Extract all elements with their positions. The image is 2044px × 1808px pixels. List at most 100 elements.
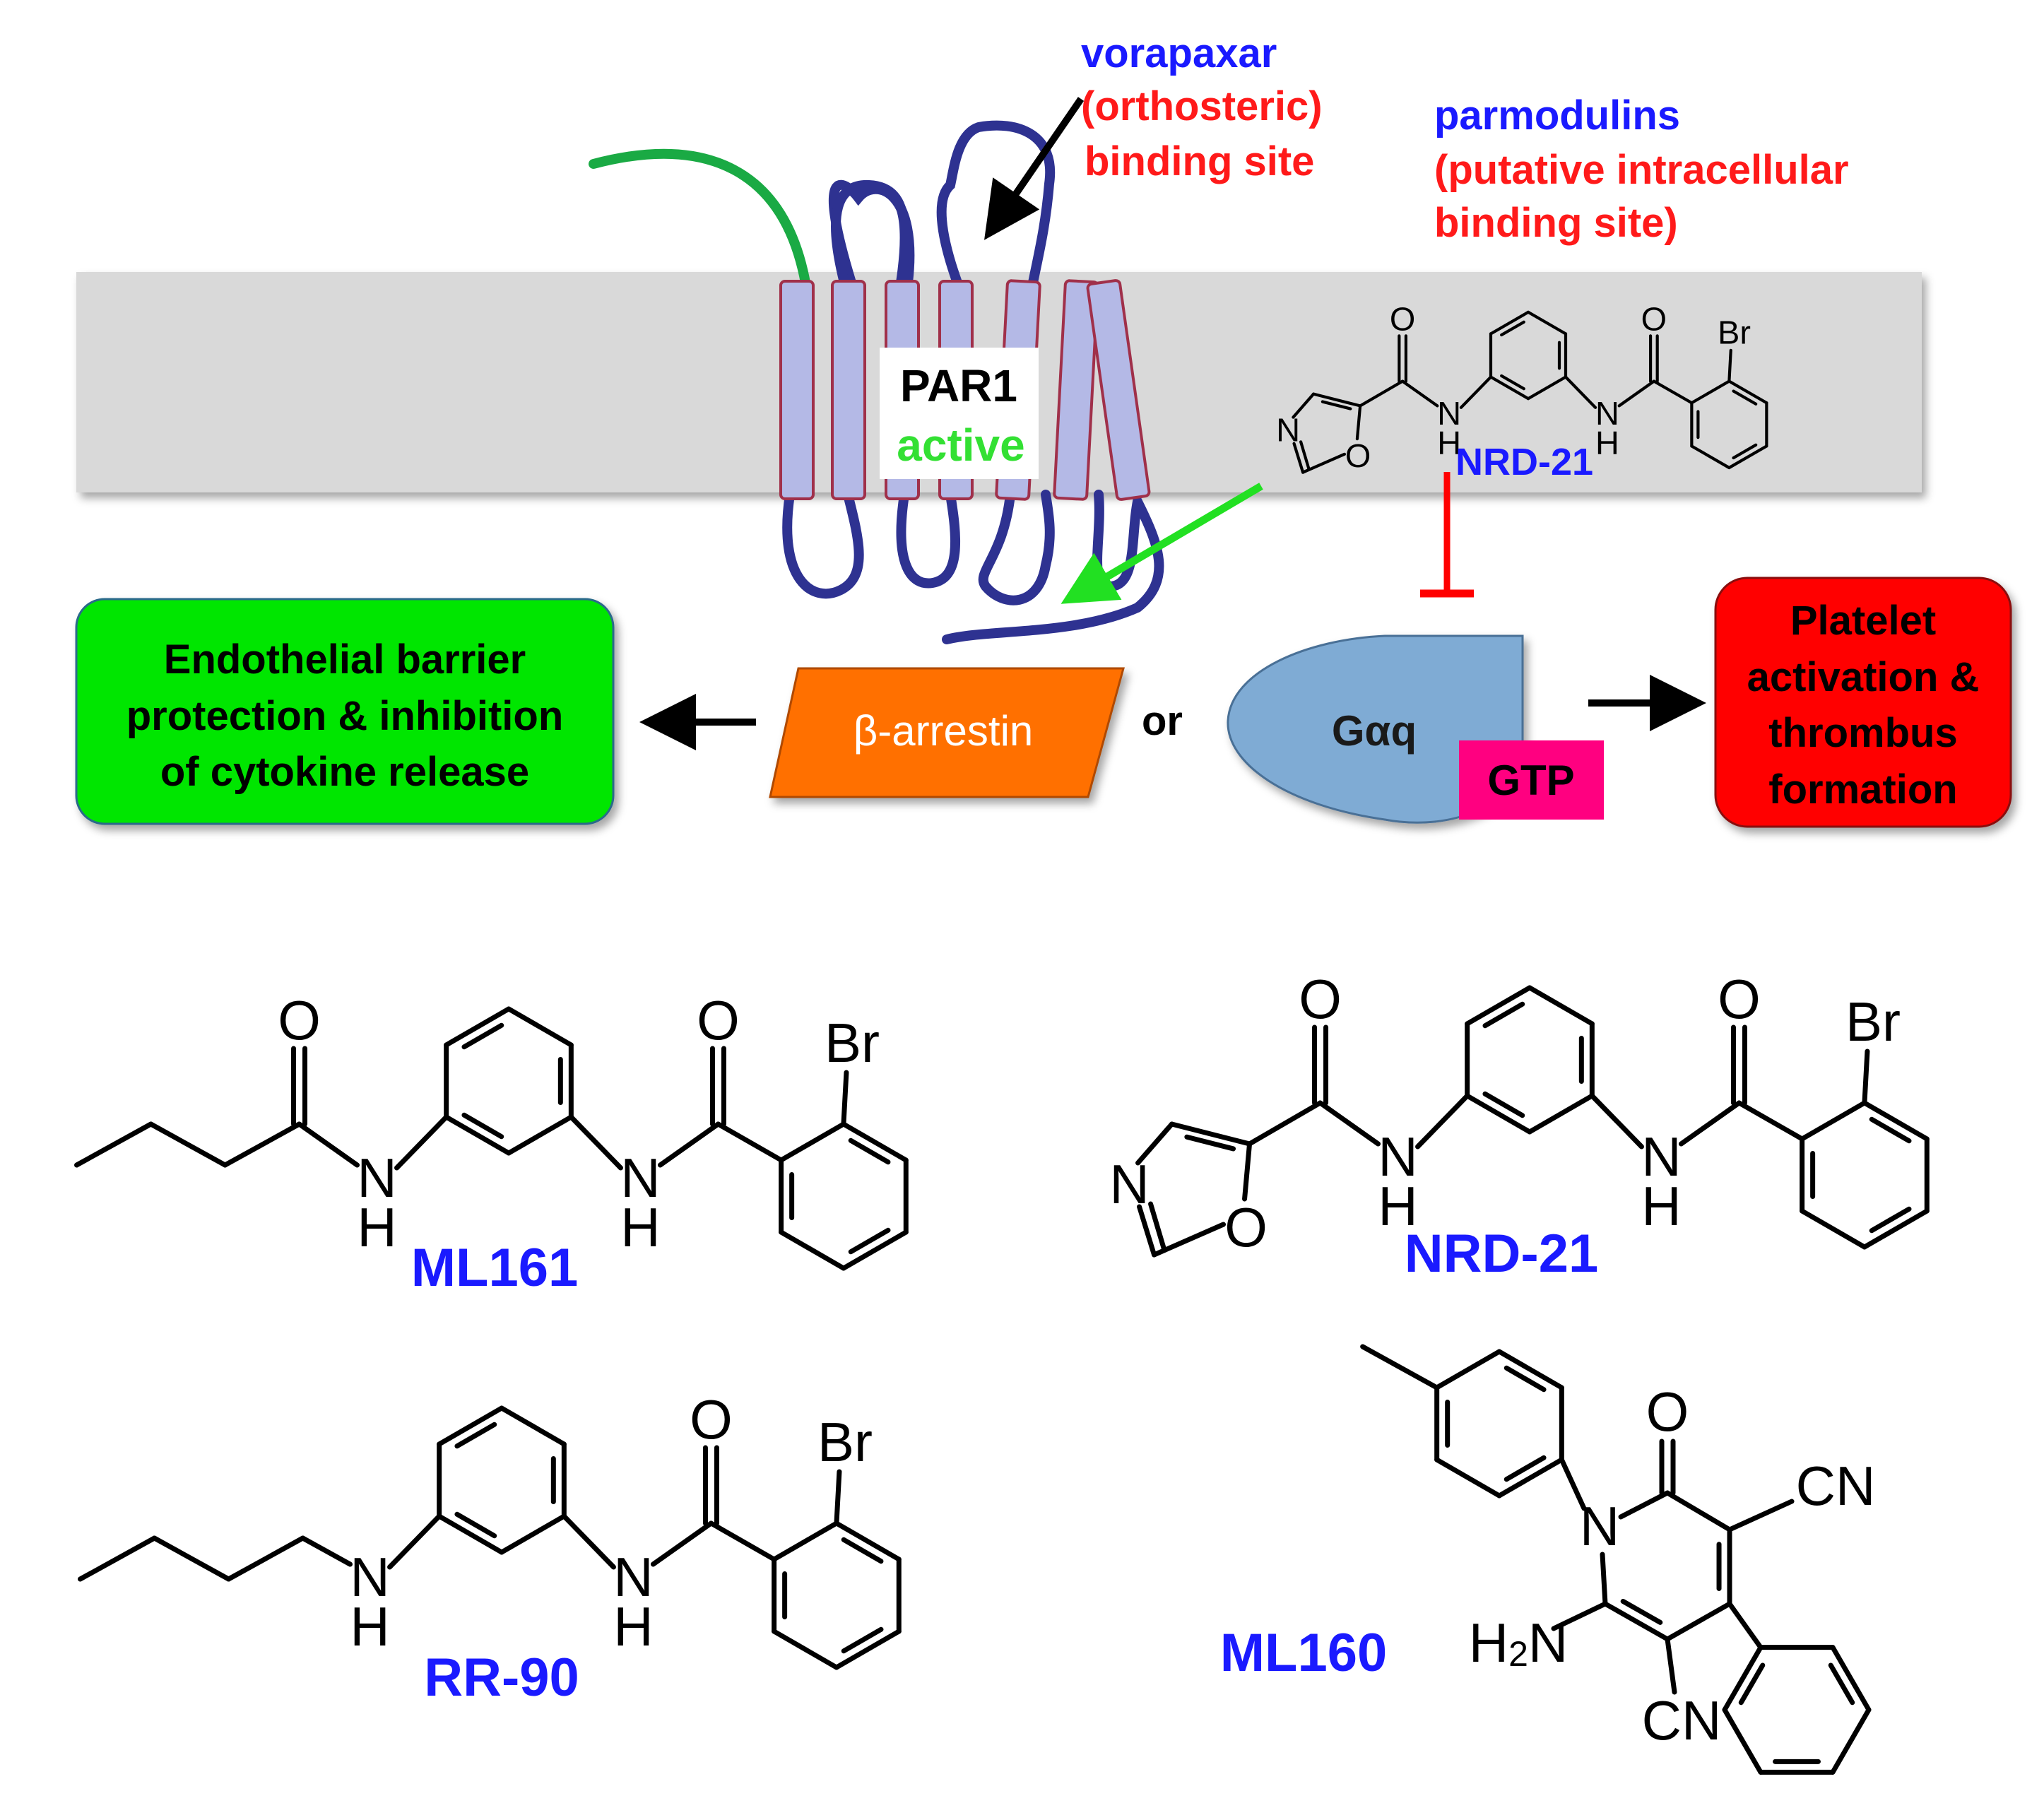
compound-label-ml160: ML160 [1220,1623,1388,1683]
rr90-bromine: Br [817,1411,873,1473]
ml160-tolyl-ring-inner-bond [1504,1365,1547,1393]
ml160-nitrile: CN [1642,1689,1722,1751]
nrd21-hydrogen: H [1641,1175,1681,1237]
compound-label-ml161: ML161 [411,1238,579,1298]
endothelial-outcome-box [75,598,615,825]
extracellular-loop-2-main [936,120,1056,288]
ml160-ring-nitrogen: N [1580,1495,1619,1557]
nrd21-oxazole-bond [1135,1121,1175,1166]
nrd21-bromophenyl-ring-bond [1800,1100,1867,1142]
par1-state-label: active [897,420,1024,471]
ml160-tolyl-ring-bond [1434,1349,1502,1390]
rr90-hydrogen: H [350,1595,389,1658]
nrd21-oxazole-oxygen: O [1224,1196,1268,1258]
ml160-tolyl-ring-bond [1496,1457,1564,1499]
green-box-line2: protection & inhibition [126,693,564,739]
nrd21-small-oxazole-bond [1292,392,1316,419]
nrd21-bromophenyl-ring-inner-bond [1869,1206,1912,1234]
ml161-propyl-bond [74,1121,154,1168]
rr90-bromine-bond [834,1469,842,1526]
helix-tm1 [779,280,815,500]
parmodulins-label: parmodulins [1434,93,1680,138]
nrd21-small-oxazole-bond [1312,392,1362,408]
nrd21-small-central-ring-bond [1526,310,1568,336]
ml161-bond [568,1114,623,1171]
nrd21-bromine: Br [1845,991,1901,1053]
ml160-tolyl-ring-inner-bond [1504,1455,1547,1482]
ml160-nitrile: CN [1796,1455,1876,1517]
ml160-pyridone-bond [1665,1490,1732,1532]
red-box-line3: thrombus [1768,710,1957,756]
ml160-methyl-bond [1360,1344,1440,1390]
gtp-label: GTP [1487,757,1574,804]
ml161-central-ring-bond [506,1006,574,1048]
nrd21-oxazole-nitrogen: N [1109,1153,1149,1215]
green-arrow [1061,483,1263,604]
rr90-bromophenyl-ring-inner-bond [841,1537,884,1564]
rr90-bond [561,1513,616,1570]
nrd21-small-bond [1564,375,1597,409]
nrd21-bond [1318,1100,1381,1147]
ml161-bromine-bond [841,1070,849,1127]
ml160-amine-subscript: 2 [1508,1634,1528,1674]
vorapaxar-site-line2: binding site [1085,138,1314,184]
red-box-line1: Platelet [1790,598,1936,644]
ml160-pyridone-inner-bond [1620,1598,1663,1625]
nrd21-small-oxazole-bond [1292,442,1305,474]
ml161-central-ring-bond [444,1114,512,1156]
red-box-line4: formation [1768,767,1957,813]
gaq-label: Gαq [1332,707,1417,755]
rr90-bromophenyl-ring-bond [772,1629,839,1670]
nrd21-small-central-ring-bond [1526,375,1568,401]
nrd21-small-hydrogen: H [1595,425,1619,461]
ml161-central-ring-bond [444,1006,512,1048]
nrd21-bond [1736,1100,1805,1142]
nrd21-oxygen: O [1718,968,1761,1030]
ml161-hydrogen: H [620,1196,660,1258]
rr90-nitrogen: N [350,1546,389,1608]
ml160-oxygen: O [1646,1381,1689,1443]
nrd21-small-bromophenyl-ring-inner-bond [1732,389,1758,406]
ml160-bond [1559,1457,1587,1511]
nrd21-bromophenyl-ring-bond [1862,1208,1930,1250]
intracellular-loop-3 [978,490,1055,605]
par1-receptor: PAR1 active [589,120,1164,644]
ml161-bromophenyl-ring-bond [779,1121,846,1163]
nrd21-small-oxazole-inner-bond [1299,440,1311,471]
nrd21-small-bromophenyl-ring-bond [1690,444,1731,470]
nrd21-small-bond [1652,379,1694,405]
nrd21-central-ring-bond [1527,985,1595,1027]
nrd21-small-oxazole-oxygen: O [1345,437,1371,474]
rr90-nitrogen: N [613,1546,653,1608]
ml161-bond [297,1121,360,1168]
helix-tm7 [1086,279,1151,501]
rr90-oxygen: O [690,1388,733,1450]
nrd21-small-central-ring-bond [1489,310,1530,336]
parmodulins-site-line1: (putative intracellular [1434,147,1849,193]
rr90-bromophenyl-ring-inner-bond [841,1626,884,1654]
ml160-phenyl-ring-bond [1722,1645,1764,1713]
rr90-central-ring-inner-bond [454,1511,497,1539]
ml161-oxygen: O [278,989,321,1051]
nrd21-central-ring-bond [1465,985,1532,1027]
compound-label-nrd21: NRD-21 [1405,1224,1599,1284]
nrd21-small-nitrogen: N [1595,395,1619,432]
ml161-bromophenyl-ring-bond [841,1121,909,1163]
nrd21-small-label: NRD-21 [1455,441,1593,483]
nrd21-central-ring-bond [1527,1093,1595,1135]
nrd21-bromophenyl-ring-bond [1862,1100,1930,1142]
vorapaxar-site-line1: (orthosteric) [1081,83,1323,129]
nrd21-small-bond [1459,375,1493,409]
rr90-bromophenyl-ring-bond [772,1520,839,1562]
ml160-tolyl-ring-bond [1434,1457,1502,1499]
nrd21-small-nitrogen: N [1437,395,1461,432]
rr90-butyl-bond [226,1535,306,1582]
nrd21-bond [1678,1100,1742,1147]
nrd21-small-bromophenyl-ring-inner-bond [1732,443,1758,460]
nrd21-nitrogen: N [1641,1125,1681,1188]
